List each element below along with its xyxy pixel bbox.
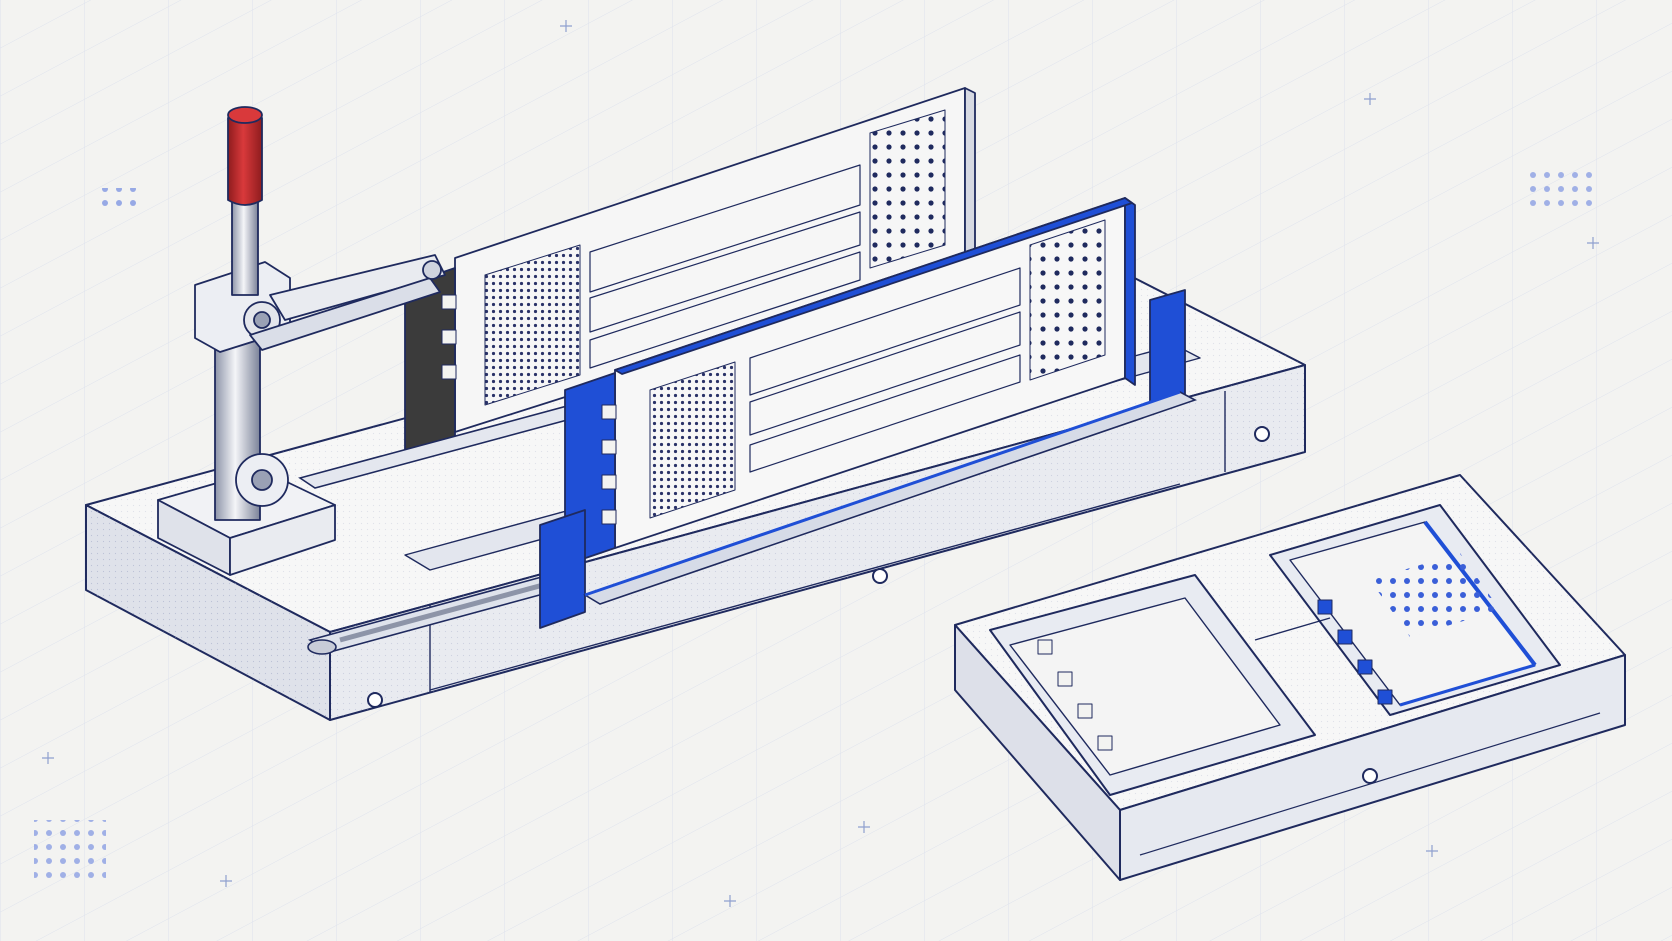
toggle-clamp (157, 106, 446, 576)
crosshair-icon (42, 20, 1599, 907)
dot-pattern-icon (34, 168, 1600, 880)
front-memory-module (539, 197, 1186, 629)
front-rail (583, 390, 1197, 605)
component-tray (954, 474, 1626, 881)
